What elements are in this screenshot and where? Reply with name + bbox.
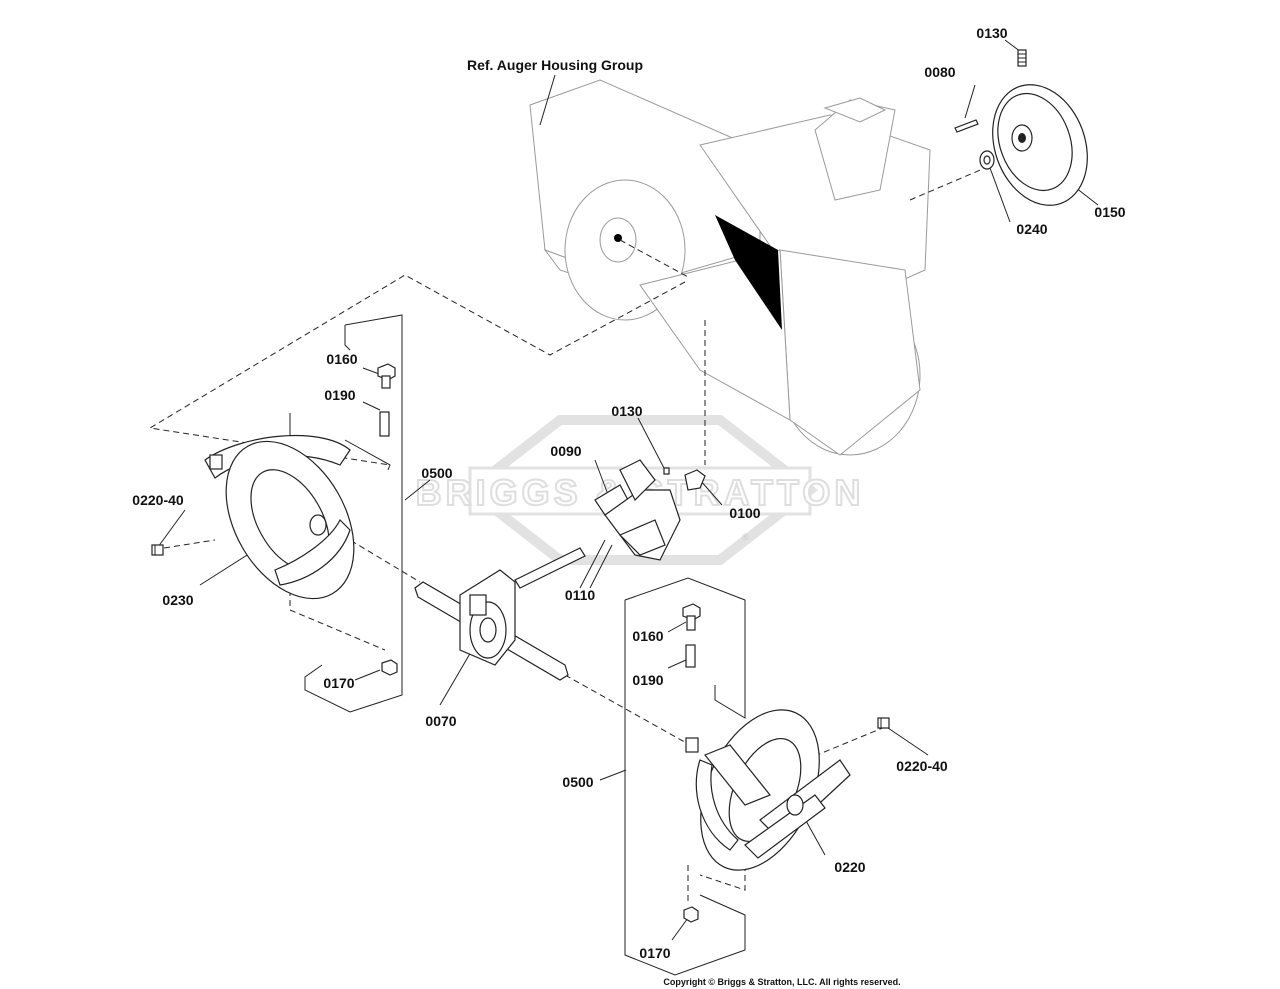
auger-0220 — [685, 709, 851, 871]
set-screw-0130-top — [1017, 49, 1027, 67]
gearbox-0070 — [414, 547, 586, 681]
label-0070: 0070 — [425, 713, 456, 729]
label-0160-left: 0160 — [326, 351, 357, 367]
label-0110: 0110 — [565, 587, 596, 603]
spacer-0190-left — [379, 411, 390, 437]
shear-nut-0220-40-left — [151, 544, 164, 556]
pulley-0150 — [992, 84, 1088, 206]
label-0230: 0230 — [162, 592, 193, 608]
label-0090: 0090 — [550, 443, 581, 459]
copyright-notice: Copyright © Briggs & Stratton, LLC. All … — [663, 977, 900, 987]
label-0500-left: 0500 — [421, 465, 452, 481]
auger-housing-reference — [529, 79, 931, 456]
label-0080: 0080 — [924, 64, 955, 80]
reference-group-title: Ref. Auger Housing Group — [467, 57, 643, 73]
label-0170-left: 0170 — [323, 675, 354, 691]
gear-case-half-0110 — [604, 459, 681, 561]
label-0150: 0150 — [1094, 204, 1125, 220]
label-0220-40-left: 0220-40 — [132, 492, 184, 508]
bolt-0160-right — [682, 603, 701, 631]
label-0100: 0100 — [729, 505, 760, 521]
bearing-0100 — [684, 469, 706, 491]
washer-0240 — [979, 150, 995, 170]
spacer-0190-right — [685, 644, 696, 668]
label-0220-40-right: 0220-40 — [896, 758, 948, 774]
label-0160-right: 0160 — [632, 628, 663, 644]
label-0170-right: 0170 — [639, 945, 670, 961]
label-0190-left: 0190 — [324, 387, 355, 403]
label-0220: 0220 — [834, 859, 865, 875]
label-0190-right: 0190 — [632, 672, 663, 688]
nut-0170-right — [683, 906, 699, 923]
auger-0230 — [204, 434, 355, 600]
label-0240: 0240 — [1016, 221, 1047, 237]
leader-lines — [148, 39, 1099, 941]
nut-0170-left — [381, 659, 398, 676]
watermark-registered-mark: ® — [742, 532, 749, 542]
bolt-0160-left — [377, 363, 396, 389]
label-0130-top: 0130 — [976, 25, 1007, 41]
set-screw-0130-mid — [663, 467, 670, 475]
label-0500-right: 0500 — [562, 774, 593, 790]
shear-nut-0220-40-right — [877, 717, 890, 729]
key-0080 — [954, 119, 979, 133]
label-0130-mid: 0130 — [611, 403, 642, 419]
